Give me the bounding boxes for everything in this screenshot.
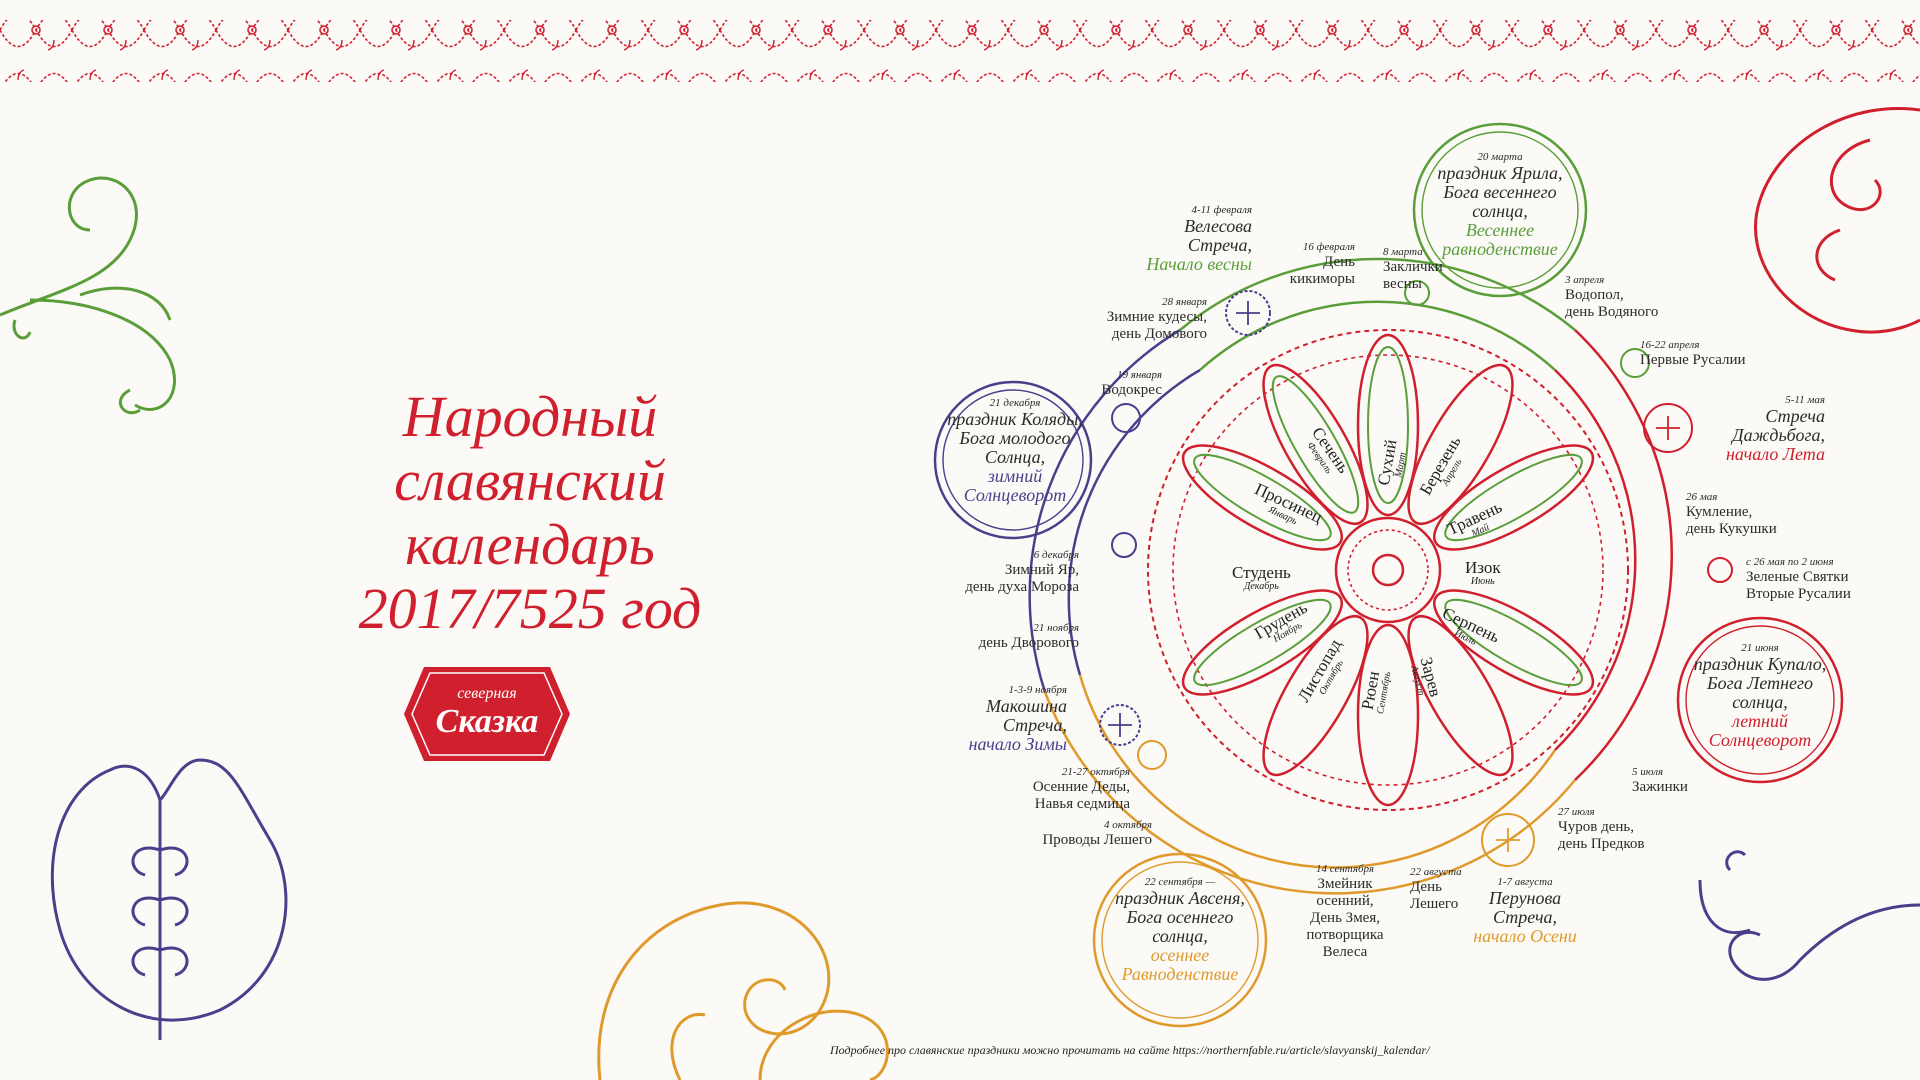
logo-bottom-text: Сказка — [435, 703, 539, 740]
holiday-leshy2: 4 октября Проводы Лешего — [1042, 819, 1152, 848]
top-border-ornament — [0, 20, 1920, 82]
purple-swirl-ornament — [1698, 850, 1920, 981]
holiday-vodopol: 3 апреля Водопол,день Водяного — [1565, 274, 1659, 320]
title-line-3: календарь — [405, 512, 655, 577]
footer-note: Подробнее про славянские праздники можно… — [830, 1043, 1430, 1057]
spring-ring — [1179, 257, 1576, 331]
title-line-1: Народный — [402, 384, 658, 449]
orange-swirl-ornament — [597, 901, 889, 1080]
holiday-zazhinki: 5 июля Зажинки — [1632, 766, 1688, 795]
summer-ring — [1574, 329, 1673, 781]
title-line-2: славянский — [394, 448, 666, 513]
kupalo-circle — [1676, 616, 1844, 784]
holiday-chur: 27 июля Чуров день,день Предков — [1558, 806, 1645, 852]
title-line-4: 2017/7525 год — [358, 576, 702, 641]
holiday-kolyada: 21 декабря праздник Коляды,Бога молодого… — [947, 397, 1083, 505]
calendar-wheel — [933, 122, 1844, 1028]
holiday-avsen: 22 сентября — праздник Авсеня,Бога осенн… — [1115, 876, 1245, 984]
kolyada-circle — [933, 380, 1093, 540]
winter-ring — [1028, 328, 1181, 693]
autumn-ring — [1043, 691, 1576, 895]
holiday-vodokres: 19 января Водокрес — [1101, 369, 1162, 398]
poster-title: Народный славянский календарь 2017/7525 … — [300, 385, 760, 641]
holiday-dedy: 21-27 октября Осенние Деды,Навья седмица — [1032, 766, 1130, 812]
holiday-rusalii1: 16-22 апреля Первые Русалии — [1640, 339, 1746, 368]
blue-paisley-ornament — [50, 758, 288, 1040]
red-paisley-ornament — [1754, 107, 1920, 334]
holiday-zimniyar: 6 декабря Зимний Яр,день духа Мороза — [965, 549, 1079, 595]
holiday-kumlenie: 26 мая Кумление,день Кукушки — [1686, 491, 1777, 537]
yarila-circle — [1412, 122, 1588, 298]
logo-top-text: северная — [457, 685, 517, 702]
holiday-dvorovoy: 21 ноября день Дворового — [978, 622, 1079, 651]
avsen-circle — [1092, 852, 1268, 1028]
brand-logo: северная Сказка — [404, 667, 570, 761]
holiday-kudesy: 28 января Зимние кудесы,день Домового — [1106, 296, 1207, 342]
green-swirl-ornament — [0, 176, 176, 415]
